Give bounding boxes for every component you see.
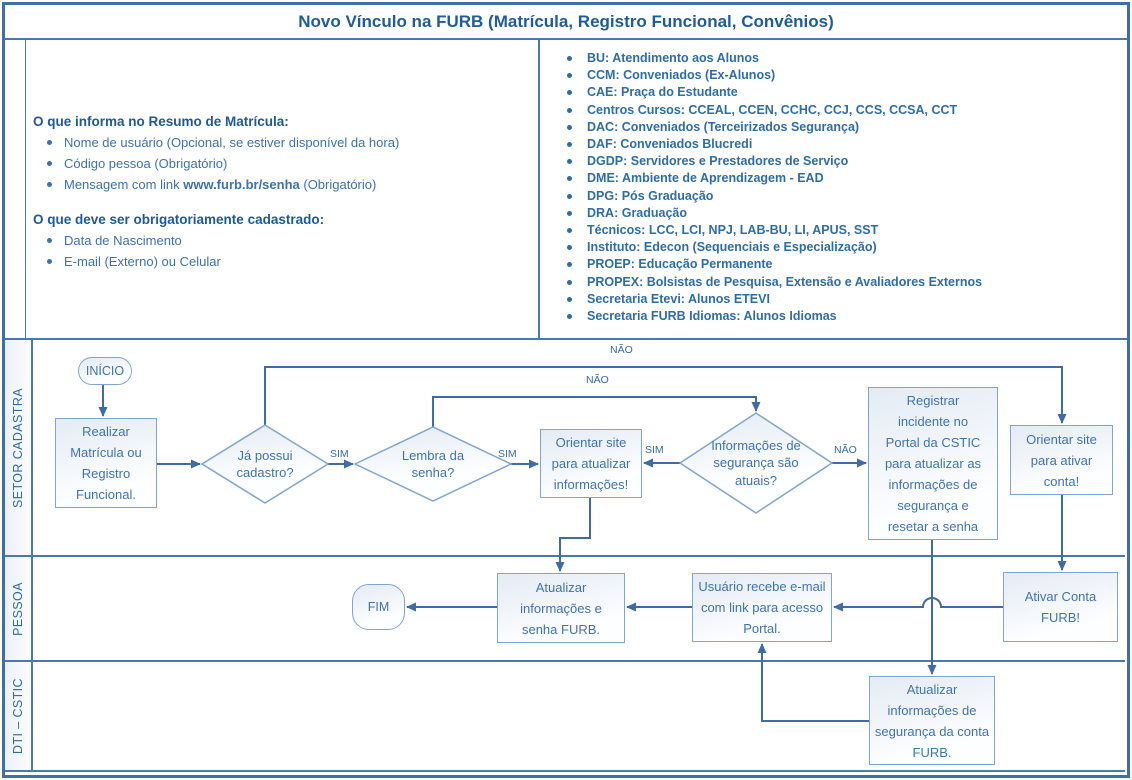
end-terminator: FIM <box>352 584 405 630</box>
edge-label-nao-seguranca: NÃO <box>834 444 857 456</box>
bullet-icon <box>567 56 572 61</box>
list-item: DAC: Conveniados (Terceirizados Seguranç… <box>558 119 1121 136</box>
bullet-icon <box>567 245 572 251</box>
list-item: Secretaria FURB Idiomas: Alunos Idiomas <box>558 308 1121 325</box>
lane-label-pessoa: PESSOA <box>5 557 33 660</box>
bullet-icon <box>567 262 572 268</box>
decision-informacoes-seguranca <box>678 412 834 514</box>
list-item: PROEP: Educação Permanente <box>558 256 1121 273</box>
edge-label-nao-cadastro: NÃO <box>610 344 633 356</box>
units-list: BU: Atendimento aos Alunos CCM: Convenia… <box>558 50 1121 325</box>
bullet-icon <box>567 228 572 234</box>
list-item: PROPEX: Bolsistas de Pesquisa, Extensão … <box>558 274 1121 291</box>
process-atualizar-seguranca: Atualizar informações de segurança da co… <box>869 676 995 765</box>
bullet-icon <box>567 296 572 302</box>
info-stub-column <box>5 40 26 338</box>
list-item: Mensagem com link www.furb.br/senha (Obr… <box>33 174 530 195</box>
lane-pessoa: PESSOA <box>5 557 1125 662</box>
list-item: Código pessoa (Obrigatório) <box>33 153 530 174</box>
bullet-icon <box>47 182 52 187</box>
page-title: Novo Vínculo na FURB (Matrícula, Registr… <box>298 11 834 31</box>
resumo-list: Nome de usuário (Opcional, se estiver di… <box>33 132 530 195</box>
edge-ativarconta-usuario <box>833 597 1003 612</box>
decision-lembra-da-senha <box>353 426 513 502</box>
bullet-icon <box>567 142 572 148</box>
list-item: DAF: Conveniados Blucredi <box>558 136 1121 153</box>
edge-orientar-atualizarsenha <box>555 498 591 572</box>
edge-label-sim-seguranca: SIM <box>645 444 664 456</box>
bullet-icon <box>567 193 572 199</box>
info-heading-cadastro: O que deve ser obrigatoriamente cadastra… <box>33 212 325 227</box>
lane-label-setor-cadastra: SETOR CADASTRA <box>5 340 33 555</box>
list-item: DME: Ambiente de Aprendizagem - EAD <box>558 170 1121 187</box>
edge-label-sim-cadastro: SIM <box>330 448 349 460</box>
senha-link-text: www.furb.br/senha <box>183 177 300 192</box>
list-item: Nome de usuário (Opcional, se estiver di… <box>33 132 530 153</box>
process-registrar-incidente: Registrar incidente no Portal da CSTIC p… <box>868 387 998 540</box>
edge-atualizarseguranca-usuario <box>757 643 869 722</box>
lane-label-dti-cstic: DTI – CSTIC <box>5 662 33 770</box>
decision-label-ja-possui: Já possui cadastro? <box>236 447 294 481</box>
bullet-icon <box>47 259 52 264</box>
bullet-icon <box>567 159 572 165</box>
bullet-icon <box>567 73 572 79</box>
list-item: DRA: Graduação <box>558 205 1121 222</box>
process-usuario-recebe-email: Usuário recebe e-mail com link para aces… <box>692 573 832 642</box>
bullet-icon <box>567 210 572 216</box>
lane-dti-cstic: DTI – CSTIC <box>5 662 1125 772</box>
bullet-icon <box>47 140 52 145</box>
process-ativar-conta: Ativar Conta FURB! <box>1003 572 1118 642</box>
bullet-icon <box>47 238 52 243</box>
list-item: Técnicos: LCC, LCI, NPJ, LAB-BU, LI, APU… <box>558 222 1121 239</box>
decision-label-lembra: Lembra da senha? <box>401 447 465 481</box>
lane-setor-cadastra: SETOR CADASTRA <box>5 340 1125 557</box>
process-realizar-matricula: Realizar Matrícula ou Registro Funcional… <box>55 418 157 508</box>
bullet-icon <box>567 107 572 113</box>
bullet-icon <box>567 176 572 182</box>
bullet-icon <box>567 90 572 96</box>
edge-lembra-seguranca-nao <box>432 396 761 427</box>
list-item: CAE: Praça do Estudante <box>558 84 1121 101</box>
bullet-icon <box>567 314 572 320</box>
edge-label-nao-senha: NÃO <box>586 374 609 386</box>
info-heading-resumo: O que informa no Resumo de Matrícula: <box>33 114 289 129</box>
decision-ja-possui-cadastro <box>200 424 330 504</box>
process-atualizar-senha: Atualizar informações e senha FURB. <box>497 573 625 643</box>
edge-label-sim-senha: SIM <box>498 448 517 460</box>
list-item: E-mail (Externo) ou Celular <box>33 251 530 272</box>
process-orientar-ativar: Orientar site para ativar conta! <box>1010 425 1113 495</box>
bullet-icon <box>47 161 52 166</box>
start-terminator: INÍCIO <box>78 357 132 385</box>
edge-japossui-ativar-nao <box>264 366 1067 425</box>
list-item: CCM: Conveniados (Ex-Alunos) <box>558 67 1121 84</box>
list-item: Data de Nascimento <box>33 230 530 251</box>
list-item: Centros Cursos: CCEAL, CCEN, CCHC, CCJ, … <box>558 102 1121 119</box>
list-item: Secretaria Etevi: Alunos ETEVI <box>558 291 1121 308</box>
list-item: DGDP: Servidores e Prestadores de Serviç… <box>558 153 1121 170</box>
cadastro-list: Data de Nascimento E-mail (Externo) ou C… <box>33 230 530 272</box>
info-row: O que informa no Resumo de Matrícula: No… <box>5 40 1127 340</box>
list-item: Instituto: Edecon (Sequenciais e Especia… <box>558 239 1121 256</box>
process-orientar-atualizar: Orientar site para atualizar informações… <box>540 429 642 498</box>
bullet-icon <box>567 279 572 285</box>
title-bar: Novo Vínculo na FURB (Matrícula, Registr… <box>5 5 1127 40</box>
matricula-info-panel: O que informa no Resumo de Matrícula: No… <box>27 40 538 338</box>
list-item: BU: Atendimento aos Alunos <box>558 50 1121 67</box>
units-panel: BU: Atendimento aos Alunos CCM: Convenia… <box>538 40 1127 338</box>
bullet-icon <box>567 124 572 130</box>
decision-label-seguranca: Informações de segurança são atuais? <box>711 437 801 488</box>
list-item: DPG: Pós Graduação <box>558 188 1121 205</box>
